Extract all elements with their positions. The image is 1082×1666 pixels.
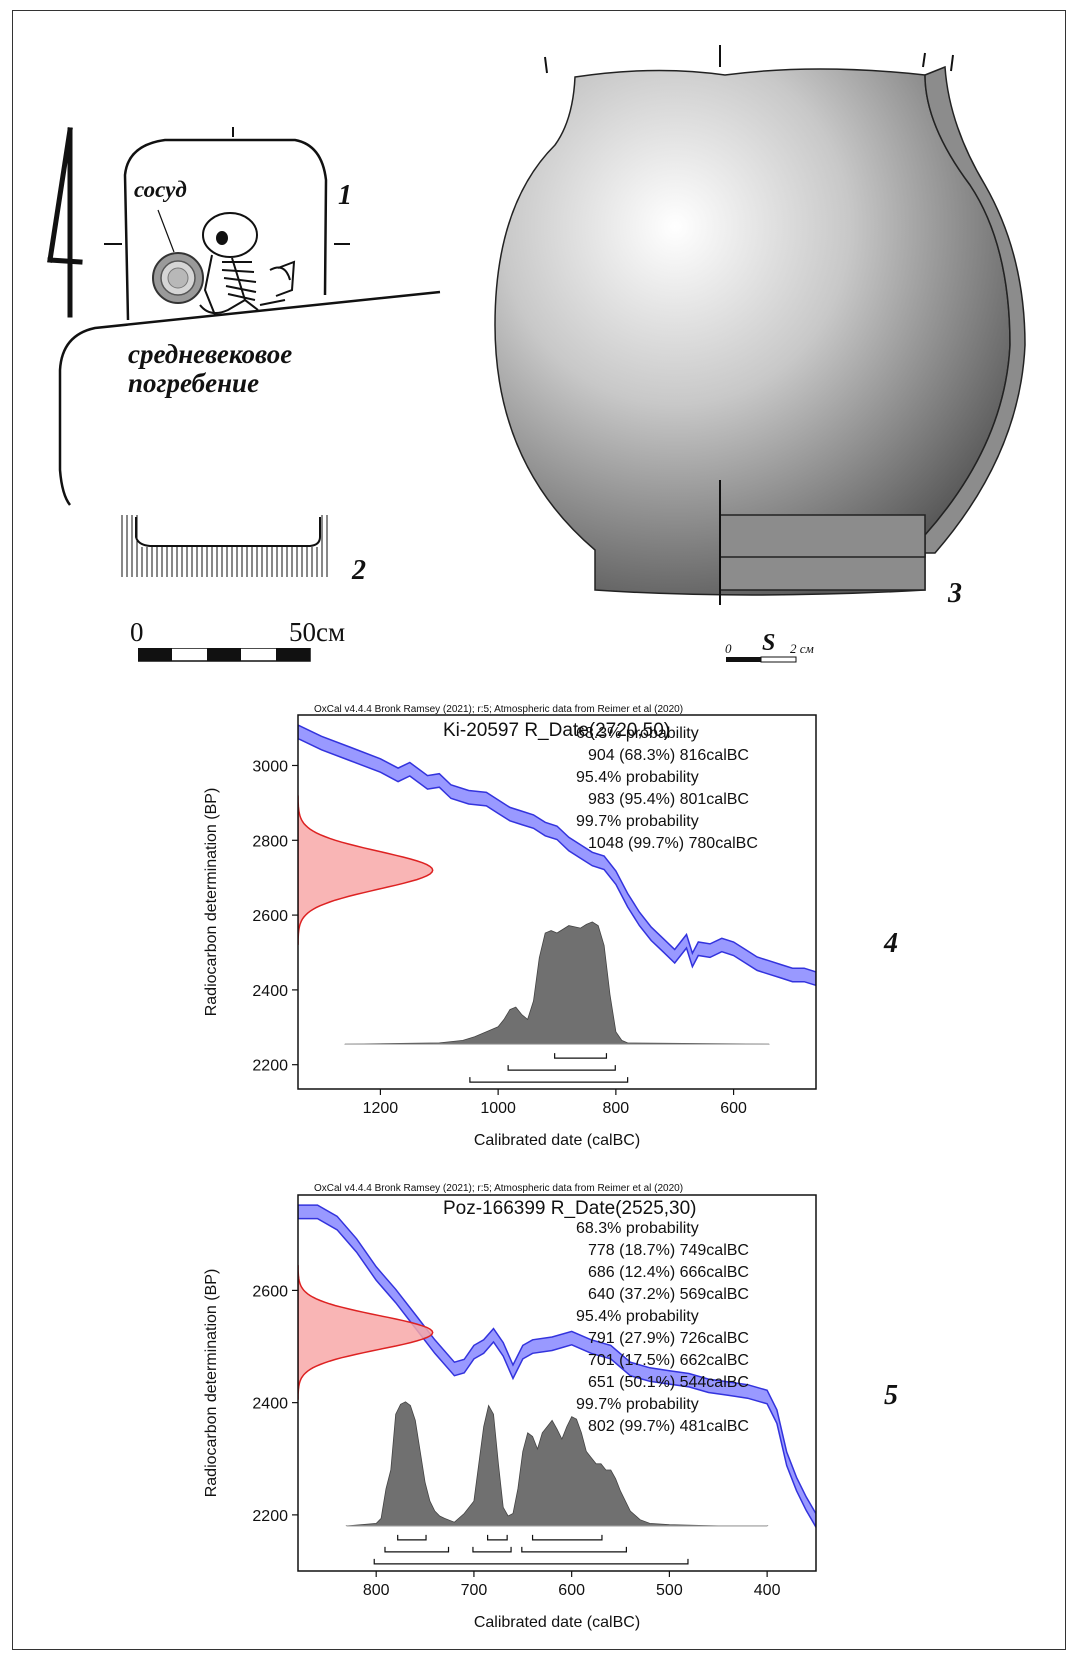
calibration-curve-band — [298, 724, 816, 987]
chart2-title: Poz-166399 R_Date(2525,30) — [443, 1198, 697, 1219]
probability-line: 791 (27.9%) 726calBC — [588, 1330, 749, 1347]
radiocarbon-date-distribution — [298, 1265, 434, 1400]
x-tick-label: 1000 — [480, 1100, 516, 1117]
x-tick-label: 600 — [558, 1582, 585, 1599]
probability-line: 778 (18.7%) 749calBC — [588, 1242, 749, 1259]
y-axis-label: Radiocarbon determination (BP) — [203, 1269, 220, 1498]
probability-line: 640 (37.2%) 569calBC — [588, 1286, 749, 1303]
probability-line: 1048 (99.7%) 780calBC — [588, 835, 758, 852]
figure-frame — [12, 10, 1066, 1650]
figure-number-2: 2 — [352, 555, 366, 586]
burial-plan-drawing — [47, 127, 441, 506]
y-tick-label: 2600 — [252, 908, 288, 925]
x-tick-label: 600 — [720, 1100, 747, 1117]
chart1-title: Ki-20597 R_Date(2720,50) — [443, 720, 671, 741]
north-arrow-icon — [47, 127, 83, 318]
plot-frame — [297, 714, 817, 1090]
scale-bar-vessel — [726, 656, 797, 663]
medieval-burial-outline — [58, 290, 441, 506]
plot-area — [298, 724, 816, 1045]
scale-bar-start-label: 0 — [130, 617, 144, 647]
vessel-label: сосуд — [134, 177, 187, 202]
skeleton-icon — [199, 212, 296, 316]
x-tick-label: 700 — [461, 1582, 488, 1599]
x-axis-label: Calibrated date (calBC) — [474, 1132, 640, 1149]
range-bracket-68.3% — [487, 1534, 508, 1541]
posterior-distribution — [344, 921, 770, 1045]
figure-number-1: 1 — [338, 180, 352, 211]
y-tick-label: 2200 — [252, 1058, 288, 1075]
y-tick-label: 2400 — [252, 1396, 288, 1413]
x-tick-label: 400 — [754, 1582, 781, 1599]
range-bracket-95.4% — [507, 1065, 616, 1071]
range-bracket-95.4% — [521, 1546, 627, 1553]
range-bracket-99.7% — [373, 1558, 689, 1565]
posterior-distribution — [345, 1401, 769, 1527]
probability-line: 99.7% probability — [576, 1396, 699, 1413]
vessel-scale-start-label: 0 — [725, 641, 732, 656]
y-tick-label: 3000 — [252, 758, 288, 775]
probability-line: 983 (95.4%) 801calBC — [588, 791, 749, 808]
range-bracket-95.4% — [472, 1546, 512, 1553]
medieval-burial-label-line1: средневековое — [128, 339, 293, 369]
scale-bar-end-label: 50см — [289, 617, 346, 647]
y-tick-label: 2600 — [252, 1283, 288, 1300]
radiocarbon-date-distribution — [298, 795, 434, 946]
medieval-burial-label-line2: погребение — [128, 368, 260, 398]
section-profile-outline — [135, 517, 321, 547]
figure-number-3: 3 — [948, 578, 962, 609]
figure-number-5: 5 — [884, 1380, 898, 1411]
calibration-curve-band — [298, 1204, 816, 1529]
range-bracket-95.4% — [384, 1546, 450, 1553]
plot-frame — [297, 1194, 817, 1572]
probability-line: 68.3% probability — [576, 1220, 699, 1237]
vessel-drawing — [494, 45, 1026, 605]
vessel-scale-end-label: 2 см — [790, 641, 814, 656]
vessel-scale-mid-label: S — [762, 630, 776, 656]
plot-area — [298, 1204, 816, 1529]
probability-line: 68.3% probability — [576, 725, 699, 742]
y-tick-label: 2800 — [252, 833, 288, 850]
vessel-in-grave-icon — [152, 209, 204, 304]
probability-line: 95.4% probability — [576, 1308, 699, 1325]
probability-line: 95.4% probability — [576, 769, 699, 786]
probability-line: 99.7% probability — [576, 813, 699, 830]
probability-line: 686 (12.4%) 666calBC — [588, 1264, 749, 1281]
x-tick-label: 800 — [603, 1100, 630, 1117]
y-tick-label: 2200 — [252, 1508, 288, 1525]
probability-line: 701 (17.5%) 662calBC — [588, 1352, 749, 1369]
chart1-header: OxCal v4.4.4 Bronk Ramsey (2021); r:5; A… — [314, 704, 684, 715]
y-axis-label: Radiocarbon determination (BP) — [203, 788, 220, 1017]
x-axis-label: Calibrated date (calBC) — [474, 1614, 640, 1631]
section-profile-drawing — [121, 515, 328, 577]
y-tick-label: 2400 — [252, 983, 288, 1000]
chart2-header: OxCal v4.4.4 Bronk Ramsey (2021); r:5; A… — [314, 1183, 684, 1194]
probability-line: 802 (99.7%) 481calBC — [588, 1418, 749, 1435]
x-tick-label: 1200 — [363, 1100, 399, 1117]
scale-bar-main — [138, 648, 311, 662]
x-tick-label: 800 — [363, 1582, 390, 1599]
range-bracket-68.3% — [531, 1534, 603, 1541]
probability-line: 904 (68.3%) 816calBC — [588, 747, 749, 764]
grave-pit-outline — [123, 138, 328, 321]
figure-number-4: 4 — [884, 928, 898, 959]
x-tick-label: 500 — [656, 1582, 683, 1599]
probability-line: 651 (50.1%) 544calBC — [588, 1374, 749, 1391]
range-bracket-99.7% — [469, 1077, 629, 1083]
range-bracket-68.3% — [554, 1053, 608, 1059]
range-bracket-68.3% — [397, 1534, 427, 1541]
chart1-svg: 3000 2800 2600 2400 2200 1200 1000 800 600Calibr… — [203, 714, 817, 1149]
